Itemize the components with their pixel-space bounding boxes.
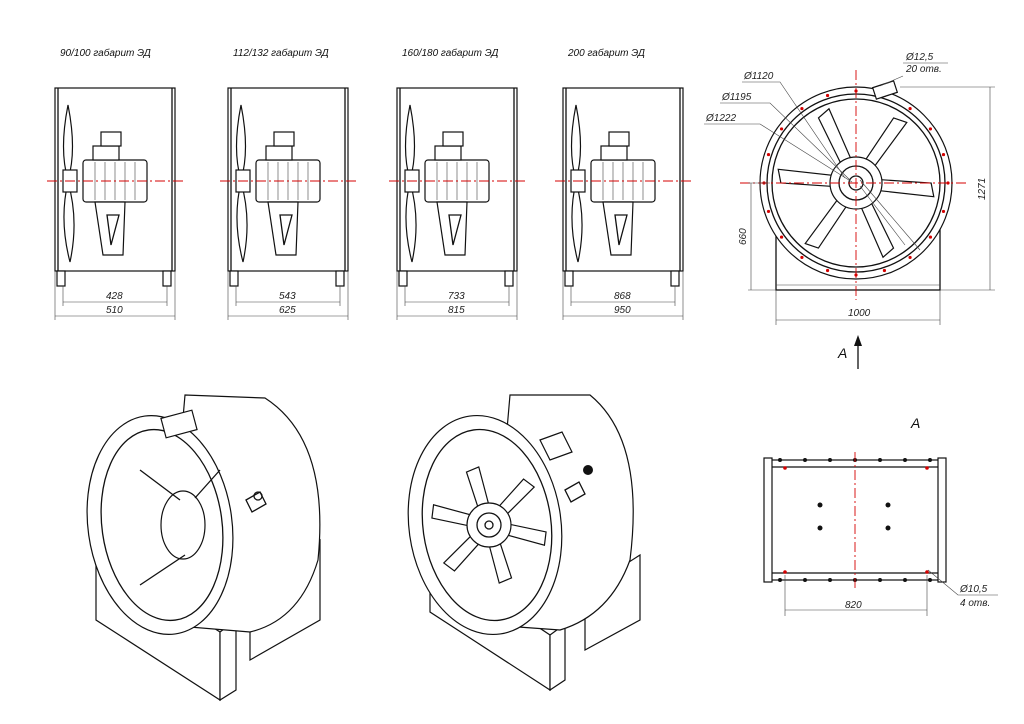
view-a-holes-dia-label: Ø10,5: [959, 584, 988, 595]
flange-hole: [766, 209, 771, 214]
flange-holes: [762, 89, 950, 277]
inner-width-label: 868: [614, 291, 631, 302]
blade-lower: [571, 179, 583, 263]
side-view-4: 200 габарит ЭД 868 950: [555, 47, 691, 320]
front-view: [704, 70, 995, 369]
flange-hole: [779, 235, 784, 239]
side-view-title: 112/132 габарит ЭД: [233, 47, 329, 59]
side-view-2: 112/132 габарит ЭД 543 625: [220, 47, 356, 320]
mount-hole: [817, 525, 823, 531]
iso-flange: [86, 415, 234, 635]
height-axis-label: 660: [738, 228, 749, 245]
terminal-box: [871, 80, 899, 100]
blade-lower: [405, 179, 417, 263]
flange-hole: [825, 93, 830, 98]
iso-terminal-box-right: [539, 431, 573, 461]
iso-hub: [466, 502, 512, 548]
side-views-group: 90/100 габарит ЭД 428 510 112/132 габарит Э…: [47, 47, 691, 320]
outer-width-label: 510: [106, 305, 123, 316]
flange-hole: [882, 268, 887, 273]
iso-terminal-box: [160, 409, 198, 439]
flange-hole: [800, 106, 804, 111]
flange-bolt: [903, 578, 907, 582]
flange-bolt: [828, 578, 832, 582]
view-a: [763, 452, 998, 616]
mount-hole: [885, 525, 891, 531]
flange-hole: [908, 106, 912, 111]
view-a-holes: [778, 458, 932, 582]
holes-count-label: 20 отв.: [905, 64, 942, 75]
isometric-view-left: [86, 394, 321, 702]
motor-terminal-box: [92, 145, 120, 161]
flange-hole: [908, 255, 912, 260]
height-total-label: 1271: [977, 178, 988, 200]
motor-terminal-box: [265, 145, 293, 161]
flange-hole: [941, 152, 946, 157]
flange-hole: [928, 127, 933, 131]
flange-bolt: [903, 458, 907, 462]
flange-hole: [800, 255, 804, 260]
corner-hole: [925, 570, 929, 574]
flange-hole: [941, 209, 946, 214]
inner-width-label: 733: [448, 291, 465, 302]
inner-width-label: 428: [106, 291, 123, 302]
flange-hole: [928, 235, 933, 239]
flange-bolt: [803, 578, 807, 582]
side-view-title: 160/180 габарит ЭД: [402, 47, 498, 59]
mount-hole: [885, 502, 891, 508]
dia-1120-label: Ø1120: [743, 71, 774, 82]
outer-width-label: 625: [279, 305, 296, 316]
motor-terminal-box: [434, 145, 462, 161]
flange-bolt: [928, 578, 932, 582]
view-a-holes-count-label: 4 отв.: [960, 598, 990, 609]
side-view-title: 200 габарит ЭД: [567, 47, 645, 59]
flange-bolt: [878, 458, 882, 462]
blade-lower: [63, 179, 75, 263]
flange-bolt: [778, 578, 782, 582]
motor-terminal-box: [600, 145, 628, 161]
flange-bolt: [778, 458, 782, 462]
flange-hole: [779, 127, 784, 131]
view-a-title: A: [910, 415, 920, 431]
blade-lower: [236, 179, 248, 263]
view-arrow-label: A: [837, 345, 847, 361]
mount-hole: [817, 502, 823, 508]
flange-bolt: [928, 458, 932, 462]
dia-1222-label: Ø1222: [705, 113, 736, 124]
corner-hole: [783, 570, 787, 574]
flange-bolt: [878, 578, 882, 582]
inner-width-label: 543: [279, 291, 296, 302]
holes-diameter-label: Ø12,5: [905, 52, 934, 63]
corner-hole: [783, 466, 787, 470]
view-arrow-icon: [854, 335, 862, 346]
flange-bolt: [828, 458, 832, 462]
outer-width-label: 950: [614, 305, 631, 316]
dia-1195-label: Ø1195: [721, 92, 752, 103]
side-view-1: 90/100 габарит ЭД 428 510: [47, 47, 183, 320]
iso-motor: [160, 490, 206, 560]
outer-width-label: 815: [448, 305, 465, 316]
view-a-width-label: 820: [845, 600, 862, 611]
corner-hole: [925, 466, 929, 470]
flange-hole: [766, 152, 771, 157]
flange-hole: [825, 268, 830, 273]
width-label: 1000: [848, 308, 871, 319]
side-view-3: 160/180 габарит ЭД 733 815: [389, 47, 525, 320]
flange-bolt: [803, 458, 807, 462]
side-view-title: 90/100 габарит ЭД: [60, 47, 151, 59]
isometric-view-right: [407, 394, 641, 692]
